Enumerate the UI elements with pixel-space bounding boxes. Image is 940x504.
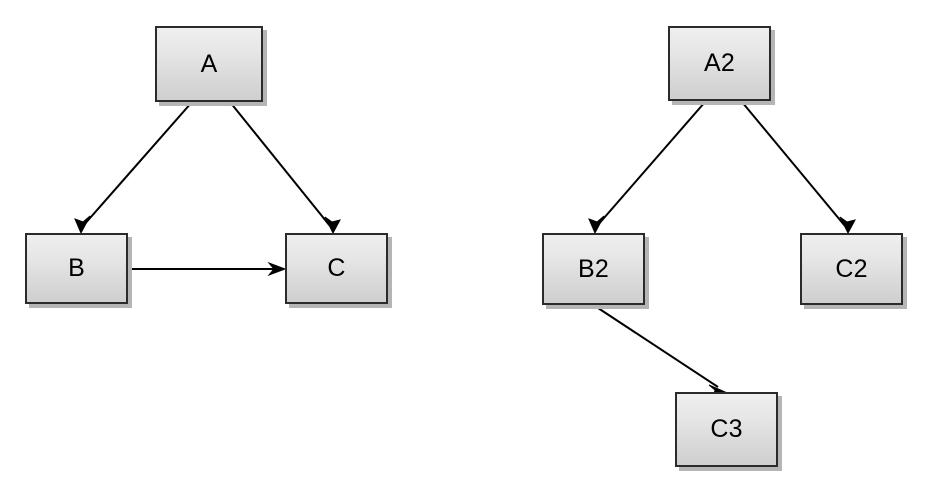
node-a-label: A: [200, 49, 218, 78]
node-b2-label: B2: [578, 254, 609, 283]
node-c3-label: C3: [710, 415, 743, 443]
node-b[interactable]: B: [25, 233, 128, 304]
edge-a-to-b: [74, 101, 193, 235]
node-c2-label: C2: [835, 254, 868, 283]
node-a[interactable]: A: [155, 26, 263, 102]
edge-b-to-c: [129, 261, 287, 277]
edge-a-to-c: [229, 101, 341, 235]
node-a2-label: A2: [704, 49, 735, 77]
node-c3[interactable]: C3: [675, 392, 778, 467]
node-c2[interactable]: C2: [800, 233, 903, 305]
edge-a2-to-c2: [741, 101, 856, 235]
node-c[interactable]: C: [285, 233, 388, 304]
node-a2[interactable]: A2: [668, 26, 771, 101]
node-b-label: B: [68, 254, 85, 282]
node-b2[interactable]: B2: [542, 233, 645, 305]
edge-a2-to-b2: [588, 101, 706, 235]
edge-b2-to-c3: [594, 305, 727, 399]
node-c-label: C: [327, 254, 346, 282]
